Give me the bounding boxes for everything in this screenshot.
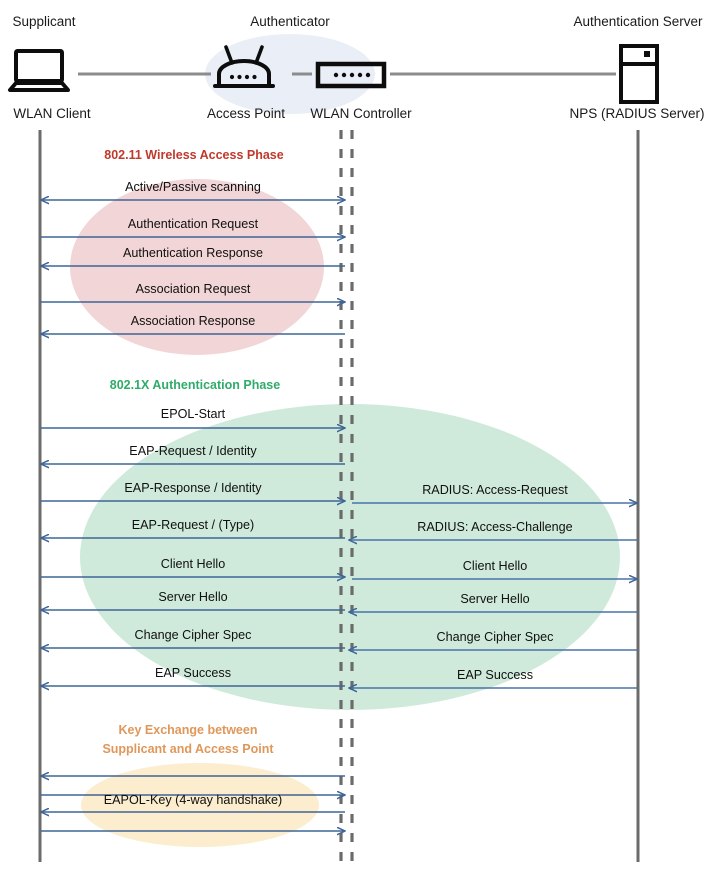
phase-label-802-11: 802.11 Wireless Access Phase (104, 148, 284, 162)
actor-role-authentication-server: Authentication Server (573, 14, 703, 29)
message-label: Authentication Response (122, 246, 264, 260)
message-label: Client Hello (160, 557, 226, 571)
authenticator-ellipse (205, 34, 375, 114)
phase-802-11-ellipse (70, 179, 324, 355)
phase-label-802-1x: 802.1X Authentication Phase (109, 378, 281, 392)
actor-role-supplicant: Supplicant (12, 14, 76, 29)
message-label: EAP-Response / Identity (124, 481, 262, 495)
access-point-icon (213, 45, 275, 88)
message-label: Server Hello (158, 590, 228, 604)
laptop-icon (8, 49, 70, 92)
message-label: Change Cipher Spec (134, 628, 252, 642)
message-label: RADIUS: Access-Challenge (417, 520, 573, 534)
message-label: EAP Success (154, 666, 232, 680)
message-label: Association Request (135, 282, 251, 296)
message-label: EAPOL-Key (4-way handshake) (103, 793, 283, 807)
message-label: Client Hello (462, 559, 528, 573)
actor-role-authenticator: Authenticator (250, 14, 330, 29)
actor-device-access-point: Access Point (206, 106, 286, 121)
actor-device-nps-radius-server: NPS (RADIUS Server) (569, 106, 705, 121)
phase-label-key-exchange-line1: Key Exchange between (118, 723, 258, 737)
message-label: RADIUS: Access-Request (422, 483, 568, 497)
actor-device-wlan-client: WLAN Client (13, 106, 91, 121)
message-label: Association Response (130, 314, 256, 328)
actor-device-wlan-controller: WLAN Controller (310, 106, 412, 121)
message-label: EAP-Request / (Type) (131, 518, 255, 532)
phase-label-key-exchange: Key Exchange between Supplicant and Acce… (94, 721, 282, 759)
message-label: Change Cipher Spec (436, 630, 554, 644)
server-icon (619, 44, 659, 104)
message-label: EAP Success (456, 668, 534, 682)
wlan-controller-icon (315, 61, 387, 89)
message-label: EAP-Request / Identity (129, 444, 257, 458)
message-label: Server Hello (460, 592, 530, 606)
message-label: Authentication Request (127, 217, 259, 231)
message-label: EPOL-Start (160, 407, 226, 421)
message-label: Active/Passive scanning (125, 180, 261, 194)
phase-label-key-exchange-line2: Supplicant and Access Point (102, 742, 274, 756)
